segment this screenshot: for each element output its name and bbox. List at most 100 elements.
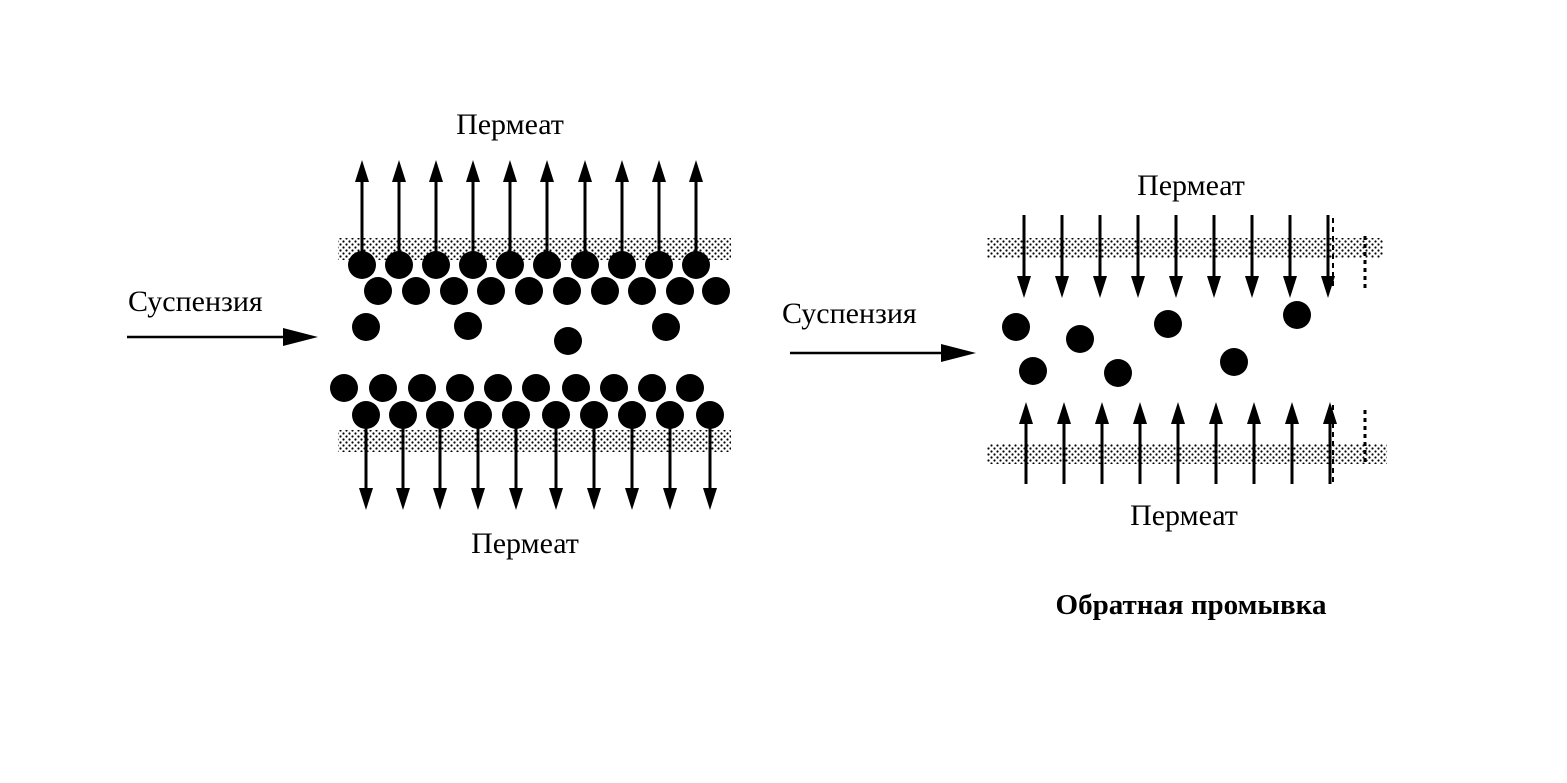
backwash-permeate-bottom-label: Пермеат: [1130, 499, 1238, 532]
cake-particle: [389, 401, 417, 429]
backwash-arrow-down-head: [1321, 276, 1335, 298]
cake-particle: [515, 277, 543, 305]
cake-particle: [702, 277, 730, 305]
backwash-suspension-label: Суспензия: [782, 297, 917, 330]
cake-particle: [676, 374, 704, 402]
cake-particle: [369, 374, 397, 402]
cake-particle: [553, 277, 581, 305]
backwash-arrow-up-head: [1285, 402, 1299, 424]
free-particle: [1002, 313, 1030, 341]
permeate-arrow-down-head: [359, 488, 373, 510]
cake-particle: [638, 374, 666, 402]
cake-particle: [571, 251, 599, 279]
permeate-arrow-up-head: [578, 160, 592, 182]
filtration-permeate-bottom-label: Пермеат: [471, 527, 579, 560]
cake-particle: [656, 401, 684, 429]
cake-particle: [502, 401, 530, 429]
permeate-arrow-up-head: [503, 160, 517, 182]
cake-particle: [422, 251, 450, 279]
backwash-arrow-up-head: [1057, 402, 1071, 424]
cake-particle: [600, 374, 628, 402]
permeate-arrow-down-head: [509, 488, 523, 510]
suspended-particle: [652, 313, 680, 341]
free-particle: [1154, 310, 1182, 338]
cake-particle: [330, 374, 358, 402]
permeate-arrow-up-head: [652, 160, 666, 182]
backwash-arrow-up-head: [1209, 402, 1223, 424]
cake-particle: [464, 401, 492, 429]
backwash-arrow-up-head: [1019, 402, 1033, 424]
cake-particle: [402, 277, 430, 305]
backwash-arrow-up-head: [1323, 402, 1337, 424]
cake-particle: [496, 251, 524, 279]
backwash-panel: Пермеат Пермеат Суспензия Обратная промы…: [782, 169, 1387, 621]
filtration-suspension-label: Суспензия: [128, 285, 263, 318]
permeate-arrow-down-head: [663, 488, 677, 510]
cake-particle: [522, 374, 550, 402]
cake-particle: [645, 251, 673, 279]
backwash-arrow-up-head: [1095, 402, 1109, 424]
filtration-membrane-bottom: [338, 430, 731, 452]
backwash-arrow-up-head: [1171, 402, 1185, 424]
cake-particle: [608, 251, 636, 279]
cake-particle: [408, 374, 436, 402]
cake-particle: [459, 251, 487, 279]
backwash-caption: Обратная промывка: [1056, 589, 1327, 621]
filtration-permeate-top-label: Пермеат: [456, 108, 564, 141]
permeate-arrow-down-head: [396, 488, 410, 510]
cake-particle: [562, 374, 590, 402]
permeate-arrow-down-head: [587, 488, 601, 510]
filtration-panel: Пермеат Пермеат Суспензия: [127, 108, 731, 560]
cake-particle: [348, 251, 376, 279]
backwash-arrow-down-head: [1283, 276, 1297, 298]
backwash-arrow-down-head: [1093, 276, 1107, 298]
backwash-arrow-down-head: [1017, 276, 1031, 298]
backwash-arrows-into-channel-top: [1017, 215, 1335, 298]
permeate-arrow-up-head: [615, 160, 629, 182]
backwash-arrows-into-channel-bottom: [1019, 402, 1337, 484]
cake-particle: [484, 374, 512, 402]
cake-particle: [364, 277, 392, 305]
free-particle: [1019, 357, 1047, 385]
cake-particle: [580, 401, 608, 429]
cake-particle: [696, 401, 724, 429]
cake-particle: [682, 251, 710, 279]
free-particle: [1104, 359, 1132, 387]
permeate-arrow-up-head: [540, 160, 554, 182]
cake-particle: [440, 277, 468, 305]
cake-particle: [591, 277, 619, 305]
cake-particle: [618, 401, 646, 429]
cake-particle: [477, 277, 505, 305]
cake-particle: [542, 401, 570, 429]
backwash-arrow-down-head: [1055, 276, 1069, 298]
backwash-arrow-up-head: [1247, 402, 1261, 424]
cake-particle: [426, 401, 454, 429]
backwash-feed-arrow: [790, 344, 976, 362]
cake-particle: [533, 251, 561, 279]
cake-particle: [352, 401, 380, 429]
permeate-arrow-down-head: [433, 488, 447, 510]
filtration-feed-arrow: [127, 328, 318, 346]
suspended-particle: [352, 313, 380, 341]
permeate-arrow-up-head: [466, 160, 480, 182]
backwash-arrow-down-head: [1207, 276, 1221, 298]
cake-particle: [628, 277, 656, 305]
filtration-particles: [330, 251, 730, 429]
suspended-particle: [454, 312, 482, 340]
backwash-arrow-down-head: [1245, 276, 1259, 298]
free-particle: [1220, 348, 1248, 376]
backwash-arrow-down-head: [1131, 276, 1145, 298]
backwash-membrane-bottom: [987, 444, 1387, 464]
backwash-arrow-down-head: [1169, 276, 1183, 298]
free-particle: [1283, 301, 1311, 329]
backwash-particles: [1002, 301, 1311, 387]
suspended-particle: [554, 327, 582, 355]
permeate-arrow-down-head: [703, 488, 717, 510]
backwash-arrow-up-head: [1133, 402, 1147, 424]
permeate-arrow-up-head: [689, 160, 703, 182]
cake-particle: [385, 251, 413, 279]
permeate-arrow-up-head: [355, 160, 369, 182]
backwash-membrane-edge-marks: [1332, 218, 1367, 482]
permeate-arrow-up-head: [392, 160, 406, 182]
cake-particle: [446, 374, 474, 402]
